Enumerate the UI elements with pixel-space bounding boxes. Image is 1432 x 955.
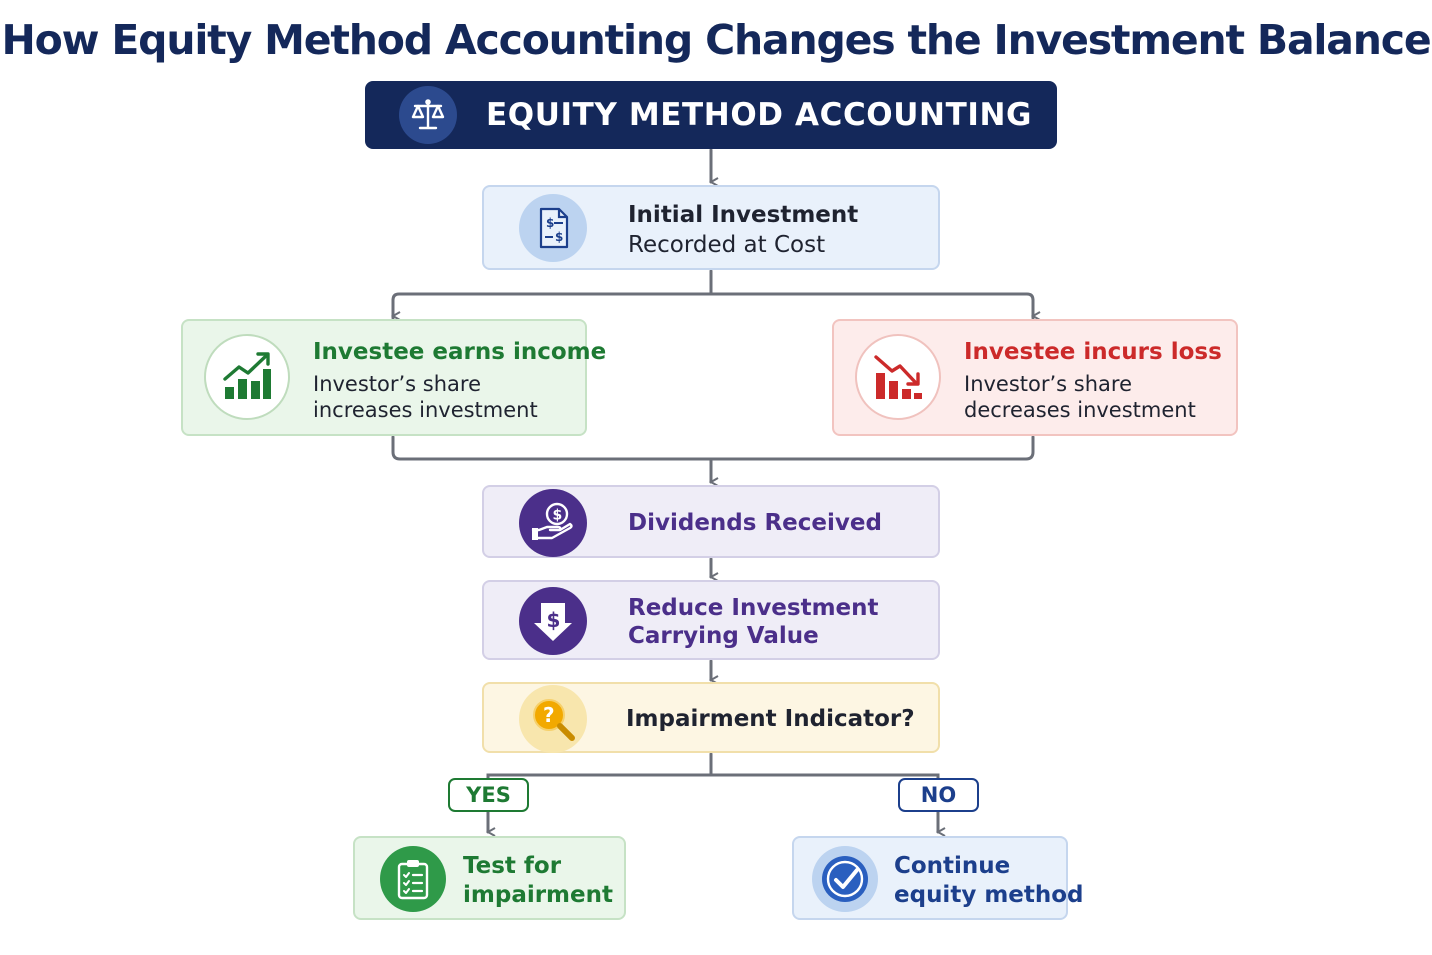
check-circle-icon [812,846,878,912]
dividends-label: Dividends Received [628,510,882,536]
yes-branch-label: YES [448,778,529,812]
reduce-line1: Reduce Investment [628,595,879,621]
initial-line1: Initial Investment [628,202,859,228]
balance-scale-icon [399,86,457,144]
income-line2: increases investment [313,398,538,422]
svg-text:$: $ [555,230,563,244]
loss-line1: Investor’s share [964,372,1133,396]
declining-chart-icon [855,334,941,420]
page-title: How Equity Method Accounting Changes the… [1,16,1432,64]
header-label: EQUITY METHOD ACCOUNTING [486,97,1033,133]
hand-coin-icon: $ [519,489,587,557]
svg-text:$: $ [546,216,554,230]
merge-line [391,435,1035,484]
loss-line2: decreases investment [964,398,1196,422]
investee-income-node: Investee earns income Investor’s share i… [181,319,606,436]
test-line1: Test for [463,853,562,879]
test-line2: impairment [463,882,613,908]
question-magnifier-icon: ? [519,685,587,753]
reduce-carrying-value-node: $ Reduce Investment Carrying Value [482,580,940,660]
growth-chart-icon [204,334,290,420]
dollar-down-icon: $ [519,587,587,655]
decision-split [486,752,940,780]
split-line [391,269,1035,320]
continue-line2: equity method [894,882,1084,908]
svg-text:$: $ [553,508,563,524]
checklist-clipboard-icon [380,846,446,912]
initial-line2: Recorded at Cost [628,232,826,258]
impairment-label: Impairment Indicator? [626,706,915,732]
income-line1: Investor’s share [313,372,482,396]
no-branch-label: NO [898,778,979,812]
initial-investment-node: $ $ Initial Investment Recorded at Cost [482,185,940,270]
test-impairment-node: Test for impairment [353,836,626,920]
impairment-indicator-node: ? Impairment Indicator? [482,682,940,753]
dollar-document-icon: $ $ [519,194,587,262]
investee-loss-node: Investee incurs loss Investor’s share de… [832,319,1238,436]
svg-text:?: ? [543,703,555,727]
continue-line1: Continue [894,853,1011,879]
equity-method-header: EQUITY METHOD ACCOUNTING [365,81,1057,149]
svg-text:$: $ [547,608,561,632]
dividends-received-node: $ Dividends Received [482,485,940,558]
loss-title: Investee incurs loss [964,339,1222,365]
reduce-line2: Carrying Value [628,623,819,649]
income-title: Investee earns income [313,339,607,365]
continue-equity-method-node: Continue equity method [792,836,1084,920]
